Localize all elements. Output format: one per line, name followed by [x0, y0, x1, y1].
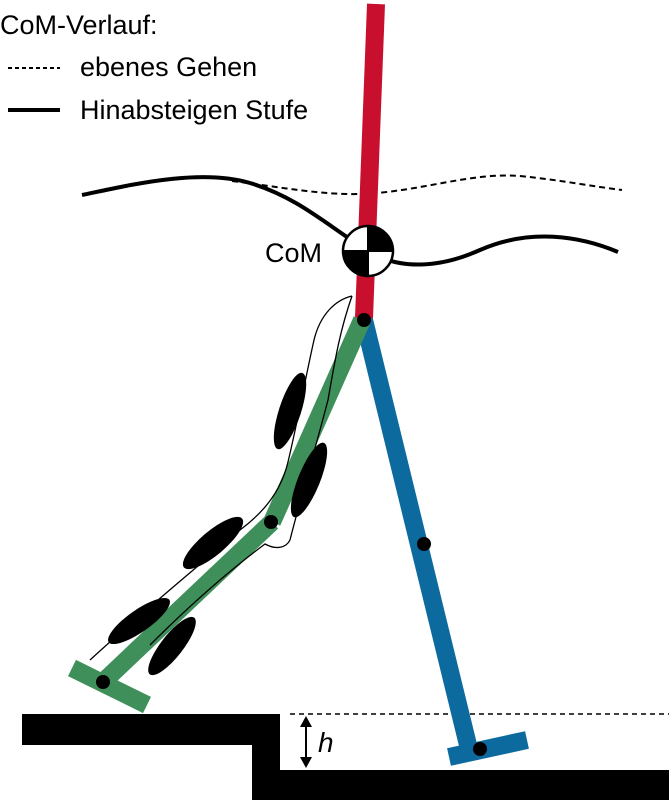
- hip-joint: [357, 313, 371, 327]
- swing-ankle-joint: [96, 675, 110, 689]
- step-height-marker: h: [300, 716, 334, 768]
- swing-thigh: [263, 316, 371, 526]
- legend: CoM-Verlauf: ebenes Gehen Hinabsteigen S…: [0, 10, 308, 125]
- height-label: h: [318, 727, 334, 758]
- ground-step: [22, 714, 669, 800]
- legend-title: CoM-Verlauf:: [0, 10, 158, 40]
- stance-foot: [447, 731, 529, 766]
- stance-ankle-joint: [473, 742, 487, 756]
- muscle-tendons: [89, 295, 353, 661]
- stance-knee-joint: [417, 537, 431, 551]
- joints: [96, 313, 487, 756]
- com-symbol: [341, 224, 395, 278]
- swing-foot: [68, 659, 151, 714]
- muscle-thigh-anterior: [273, 372, 307, 450]
- com-label: CoM: [265, 238, 322, 268]
- com-path-flat-walking: [231, 174, 623, 196]
- muscle-shank-upper: [182, 516, 244, 570]
- swing-shank: [96, 515, 279, 689]
- legend-item-flat-walking: ebenes Gehen: [80, 52, 257, 82]
- stance-leg: [355, 317, 477, 748]
- muscle-shank-lower: [108, 597, 170, 645]
- muscle-calf: [148, 616, 196, 676]
- muscle-thigh-posterior: [290, 442, 328, 518]
- legend-item-step-descent: Hinabsteigen Stufe: [80, 95, 308, 125]
- muscles: [108, 372, 328, 676]
- swing-knee-joint: [264, 515, 278, 529]
